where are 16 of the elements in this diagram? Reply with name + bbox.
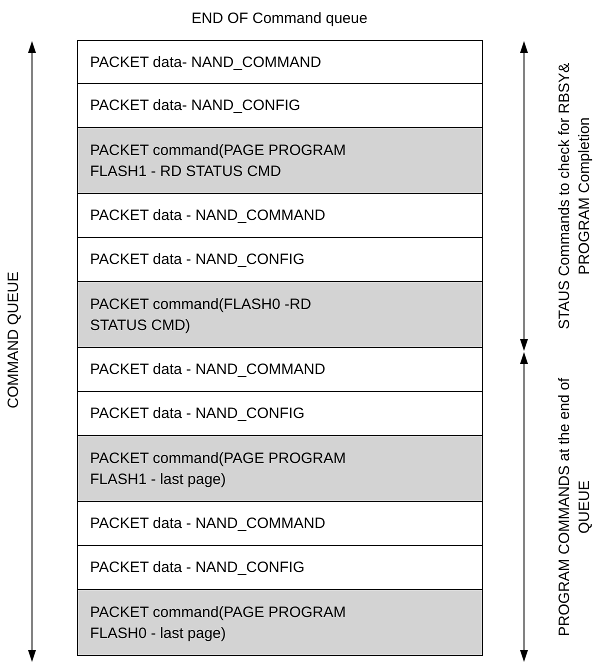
queue-entry-box: PACKET data- NAND_CONFIG [77,83,483,128]
queue-entry-box: PACKET data - NAND_COMMAND [77,193,483,238]
queue-entry-box: PACKET command(PAGE PROGRAM FLASH1 - last page) [77,435,483,502]
queue-entry-box: PACKET command(FLASH0 -RD STATUS CMD) [77,281,483,348]
queue-entry-box: PACKET command(PAGE PROGRAM FLASH1 - RD STATUS CMD [77,127,483,194]
queue-entry-box: PACKET command(PAGE PROGRAM FLASH0 - last page) [77,589,483,656]
rotated-label: PROGRAM COMMANDS at the end of QUEUE [555,376,594,638]
queue-entry-box: PACKET data - NAND_CONFIG [77,545,483,590]
queue-entry-box: PACKET data - NAND_COMMAND [77,501,483,546]
rotated-label: COMMAND QUEUE [4,270,23,410]
queue-entry-box: PACKET data - NAND_COMMAND [77,347,483,392]
queue-entry-box: PACKET data- NAND_COMMAND [77,40,483,84]
rotated-label: STAUS Commands to check for RBSY& PROGRAM Completion [555,62,594,332]
queue-entry-box: PACKET data - NAND_CONFIG [77,391,483,436]
diagram-title: END OF Command queue [190,9,368,29]
queue-entry-box: PACKET data - NAND_CONFIG [77,237,483,282]
